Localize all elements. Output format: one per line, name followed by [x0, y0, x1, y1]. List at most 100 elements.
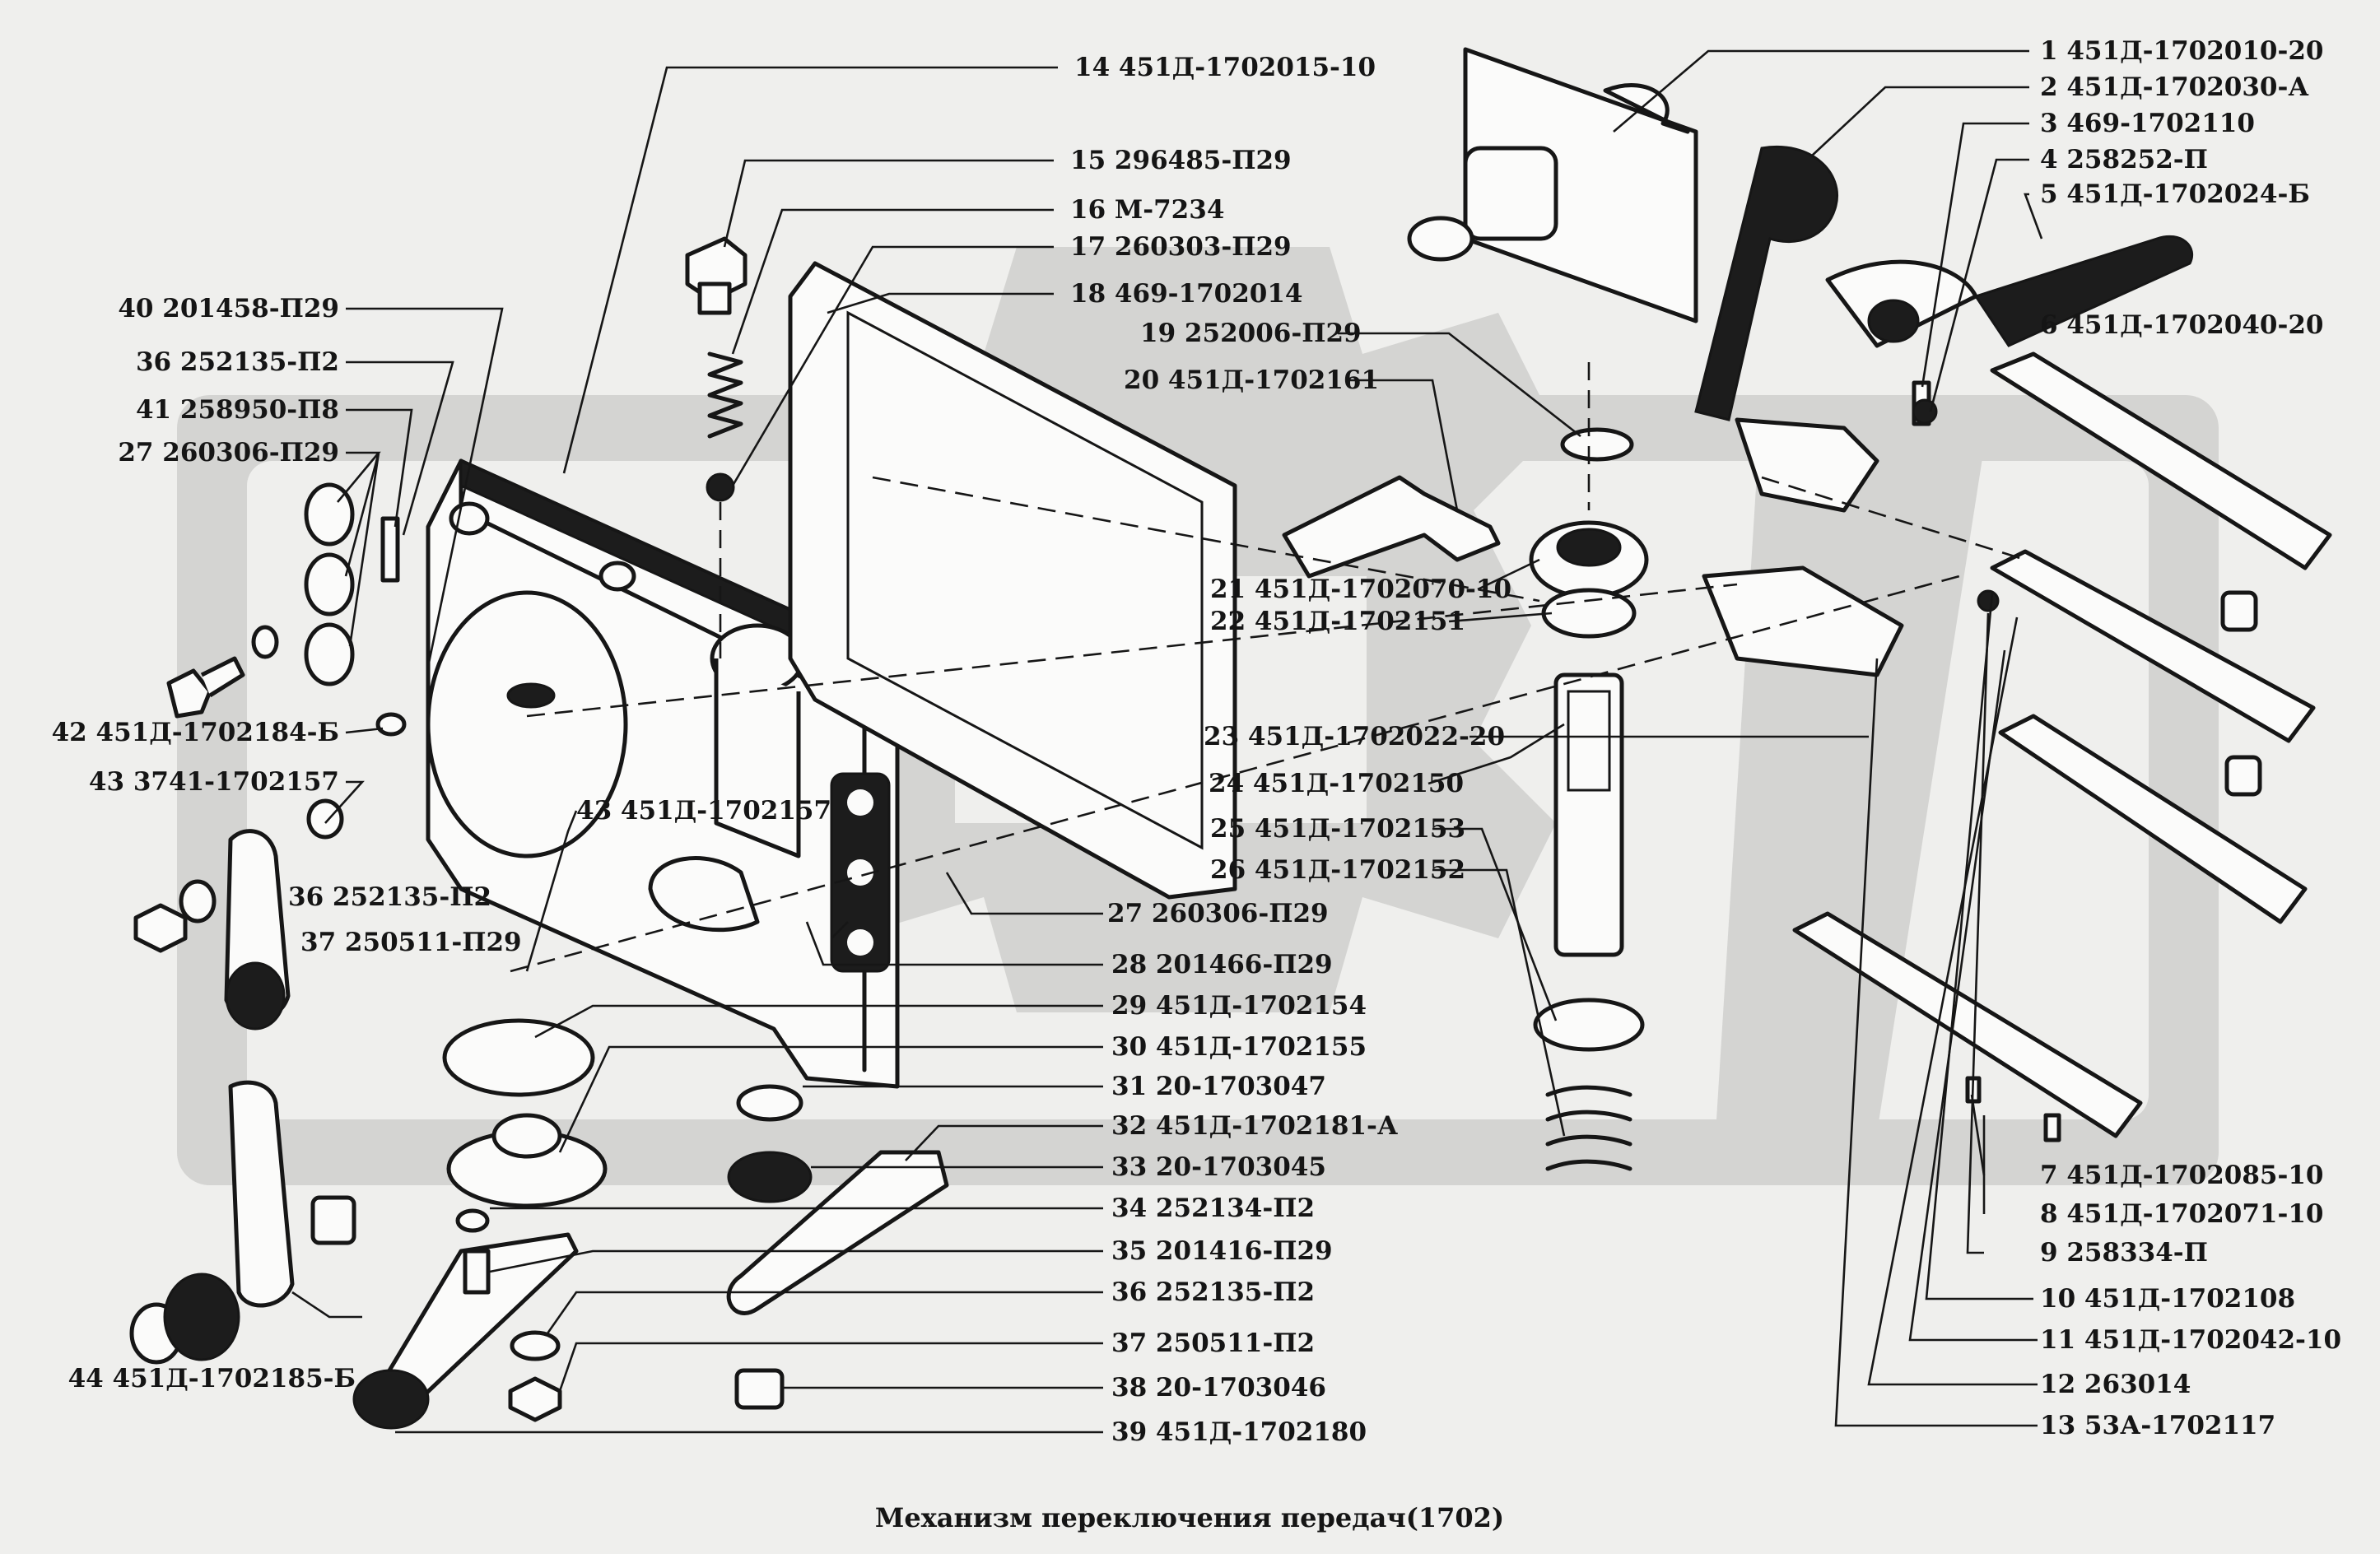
lever-2	[1694, 146, 1838, 421]
part-42	[375, 712, 407, 737]
label-27b: 27 260306-П29	[1107, 899, 1329, 928]
bushing-33	[727, 1151, 813, 1203]
label-24: 24 451Д-1702150	[1209, 769, 1464, 798]
label-42: 42 451Д-1702184-Б	[52, 718, 339, 747]
label-20: 20 451Д-1702161	[1124, 365, 1379, 395]
leader-21	[1477, 558, 1540, 591]
label-36c: 36 252135-П2	[1111, 1277, 1315, 1307]
leader-15	[723, 159, 1054, 248]
shaft-24-spline	[1567, 690, 1611, 792]
label-37a: 37 250511-П29	[300, 928, 522, 957]
leader-27b	[945, 872, 1103, 915]
washer-36a	[251, 625, 279, 659]
leader-29	[534, 1004, 1103, 1039]
leader-24	[1428, 723, 1565, 785]
leader-11	[1908, 649, 2038, 1342]
gasket-outer	[788, 261, 1237, 900]
leader-40	[346, 307, 504, 668]
leader-27a	[337, 451, 381, 647]
leader-14	[562, 66, 1058, 474]
washer-34	[455, 1208, 490, 1233]
rail-13	[1792, 911, 2143, 1138]
detent-spring	[707, 351, 743, 439]
diagram-caption: Механизм переключения передач(1702)	[875, 1502, 1504, 1533]
fork-23-head	[1735, 417, 1879, 513]
cover-1-lug	[1603, 83, 1690, 134]
label-2: 2 451Д-1702030-А	[2040, 72, 2309, 102]
axis-line-4	[1761, 476, 2026, 561]
lever-5-arm	[1973, 235, 2194, 347]
lever-39-bush	[352, 1369, 430, 1430]
leader-5	[2024, 193, 2043, 240]
cover-1-eye	[1407, 216, 1474, 262]
bushing-38-left	[310, 1195, 356, 1245]
axis-line-3	[872, 476, 1540, 603]
leader-36c	[546, 1291, 1103, 1334]
ball-9	[1977, 589, 2000, 612]
housing-boss-left	[426, 590, 628, 858]
label-40: 40 201458-П29	[118, 294, 339, 323]
leader-26	[1432, 868, 1566, 1137]
lower-left-levers	[129, 1080, 356, 1365]
leader-25	[1432, 827, 1558, 1021]
assembly-axes	[510, 362, 2026, 973]
leader-13	[1834, 658, 2038, 1427]
label-6: 6 451Д-1702040-20	[2040, 310, 2324, 340]
detent-parts	[685, 236, 748, 502]
bolt-40-head	[166, 668, 212, 719]
cover-gasket	[788, 261, 1237, 900]
label-28: 28 201466-П29	[1111, 950, 1333, 979]
flange-hole-2	[598, 561, 636, 592]
cover-1-boss	[1463, 146, 1558, 241]
leader-43b-short	[831, 921, 849, 939]
leader-41	[346, 408, 413, 528]
label-21: 21 451Д-1702070-10	[1210, 575, 1511, 604]
label-15: 15 296485-П29	[1070, 146, 1292, 175]
leader-7	[1970, 1094, 1986, 1176]
selector-rails	[1702, 351, 2332, 1142]
lever-44-bush	[225, 961, 286, 1031]
shaft-20	[1282, 475, 1501, 579]
bolt-35	[463, 1249, 491, 1295]
shaft-24	[1553, 672, 1624, 957]
washer-19	[1560, 427, 1634, 462]
label-11: 11 451Д-1702042-10	[2040, 1325, 2341, 1355]
rail-6	[1990, 351, 2332, 570]
label-36b: 36 252135-П2	[288, 882, 491, 912]
leader-16	[731, 208, 1054, 355]
label-32: 32 451Д-1702181-А	[1111, 1111, 1398, 1141]
label-4: 4 258252-П	[2040, 145, 2208, 174]
label-38: 38 20-1703046	[1111, 1373, 1326, 1403]
leader-19	[1338, 332, 1581, 438]
label-39: 39 451Д-1702180	[1111, 1417, 1367, 1447]
label-35: 35 201416-П29	[1111, 1236, 1333, 1266]
washer-37b	[510, 1330, 561, 1361]
o-ring-2	[304, 552, 355, 616]
leader-4	[1929, 158, 2029, 412]
axis-line-2	[526, 583, 1738, 718]
left-small-parts	[133, 482, 407, 1031]
bolt-4	[1912, 398, 1938, 425]
bolt-40-shank	[200, 656, 245, 698]
leader-1	[1613, 49, 2029, 133]
label-37b: 37 250511-П2	[1111, 1328, 1315, 1358]
bush-44	[163, 1273, 240, 1361]
rail-hole-2	[847, 859, 873, 886]
pin-41	[380, 516, 400, 583]
label-36a: 36 252135-П2	[136, 347, 339, 377]
label-26: 26 451Д-1702152	[1210, 855, 1465, 885]
nut-36c	[508, 1376, 562, 1422]
o-ring-3	[304, 622, 355, 686]
label-31: 31 20-1703047	[1111, 1072, 1326, 1101]
label-16: 16 М-7234	[1070, 195, 1224, 225]
nut-37a	[133, 903, 188, 953]
leader-3	[1921, 122, 2029, 388]
leader-28	[805, 921, 1103, 966]
housing-hole	[506, 682, 556, 709]
label-30: 30 451Д-1702155	[1111, 1032, 1367, 1062]
label-8: 8 451Д-1702071-10	[2040, 1199, 2324, 1229]
center-selector-parts	[1282, 427, 1649, 1171]
label-13: 13 53А-1702117	[2040, 1411, 2275, 1440]
